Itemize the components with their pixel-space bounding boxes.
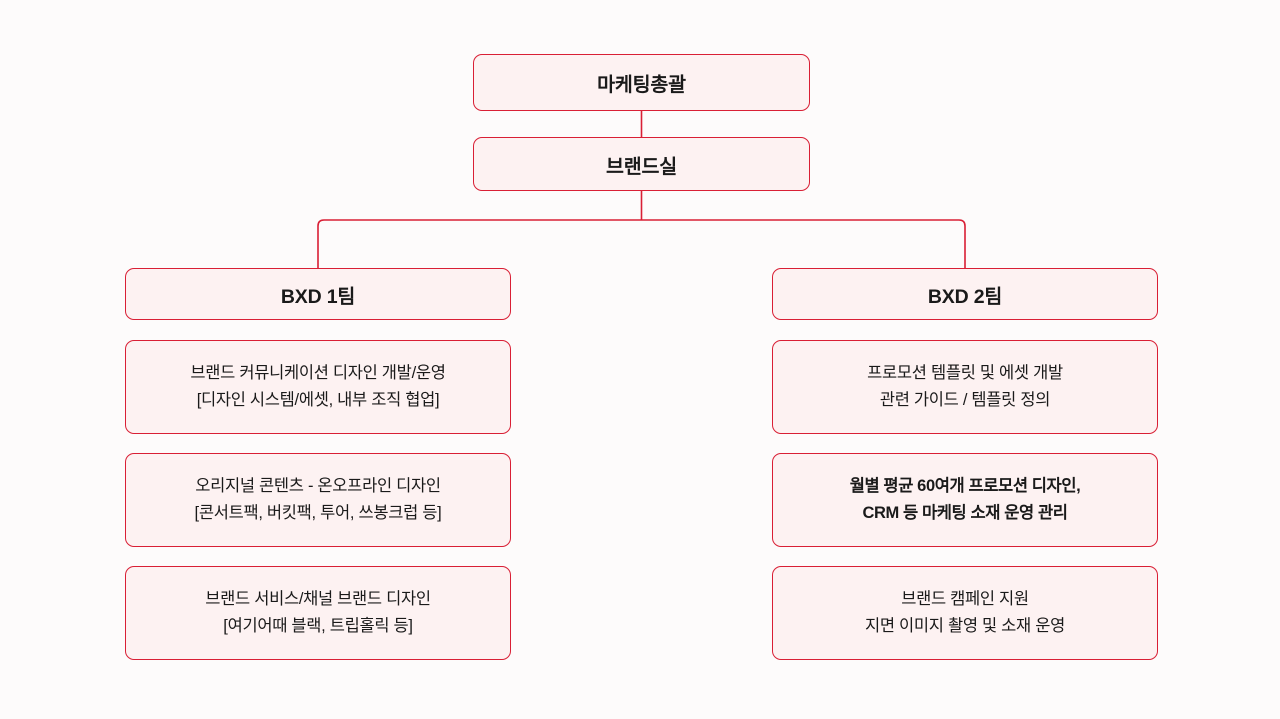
detail-line-1: 오리지널 콘텐츠 - 온오프라인 디자인	[195, 477, 441, 496]
detail-line-2: 지면 이미지 촬영 및 소재 운영	[865, 617, 1065, 635]
detail-line-2: CRM 등 마케팅 소재 운영 관리	[862, 504, 1068, 522]
detail-card-team1-3[interactable]: 브랜드 서비스/채널 브랜드 디자인 [여기어때 블랙, 트립홀릭 등]	[125, 566, 511, 660]
node-label: BXD 2팀	[927, 285, 1003, 308]
node-team-bxd2[interactable]: BXD 2팀	[772, 268, 1158, 320]
detail-card-team2-1[interactable]: 프로모션 템플릿 및 에셋 개발 관련 가이드 / 템플릿 정의	[772, 340, 1158, 434]
connector-office-to-teams	[317, 219, 966, 268]
detail-line-1: 브랜드 서비스/채널 브랜드 디자인	[205, 590, 431, 609]
node-label: BXD 1팀	[280, 285, 356, 308]
node-team-bxd1[interactable]: BXD 1팀	[125, 268, 511, 320]
node-brand-office[interactable]: 브랜드실	[473, 137, 810, 191]
node-label: 마케팅총괄	[597, 74, 686, 96]
detail-line-2: [여기어때 블랙, 트립홀릭 등]	[223, 617, 413, 635]
node-label: 브랜드실	[606, 155, 677, 178]
detail-line-1: 월별 평균 60여개 프로모션 디자인,	[849, 477, 1081, 496]
detail-line-2: [디자인 시스템/에셋, 내부 조직 협업]	[196, 391, 440, 409]
detail-line-2: 관련 가이드 / 템플릿 정의	[879, 391, 1051, 409]
detail-line-2: [콘서트팩, 버킷팩, 투어, 쓰봉크럽 등]	[194, 504, 442, 522]
detail-line-1: 프로모션 템플릿 및 에셋 개발	[867, 364, 1063, 383]
detail-card-team2-3[interactable]: 브랜드 캠페인 지원 지면 이미지 촬영 및 소재 운영	[772, 566, 1158, 660]
detail-card-team2-2[interactable]: 월별 평균 60여개 프로모션 디자인, CRM 등 마케팅 소재 운영 관리	[772, 453, 1158, 547]
detail-card-team1-1[interactable]: 브랜드 커뮤니케이션 디자인 개발/운영 [디자인 시스템/에셋, 내부 조직 …	[125, 340, 511, 434]
detail-line-1: 브랜드 캠페인 지원	[901, 590, 1029, 609]
node-marketing-head[interactable]: 마케팅총괄	[473, 54, 810, 111]
detail-line-1: 브랜드 커뮤니케이션 디자인 개발/운영	[190, 364, 446, 383]
detail-card-team1-2[interactable]: 오리지널 콘텐츠 - 온오프라인 디자인 [콘서트팩, 버킷팩, 투어, 쓰봉크…	[125, 453, 511, 547]
